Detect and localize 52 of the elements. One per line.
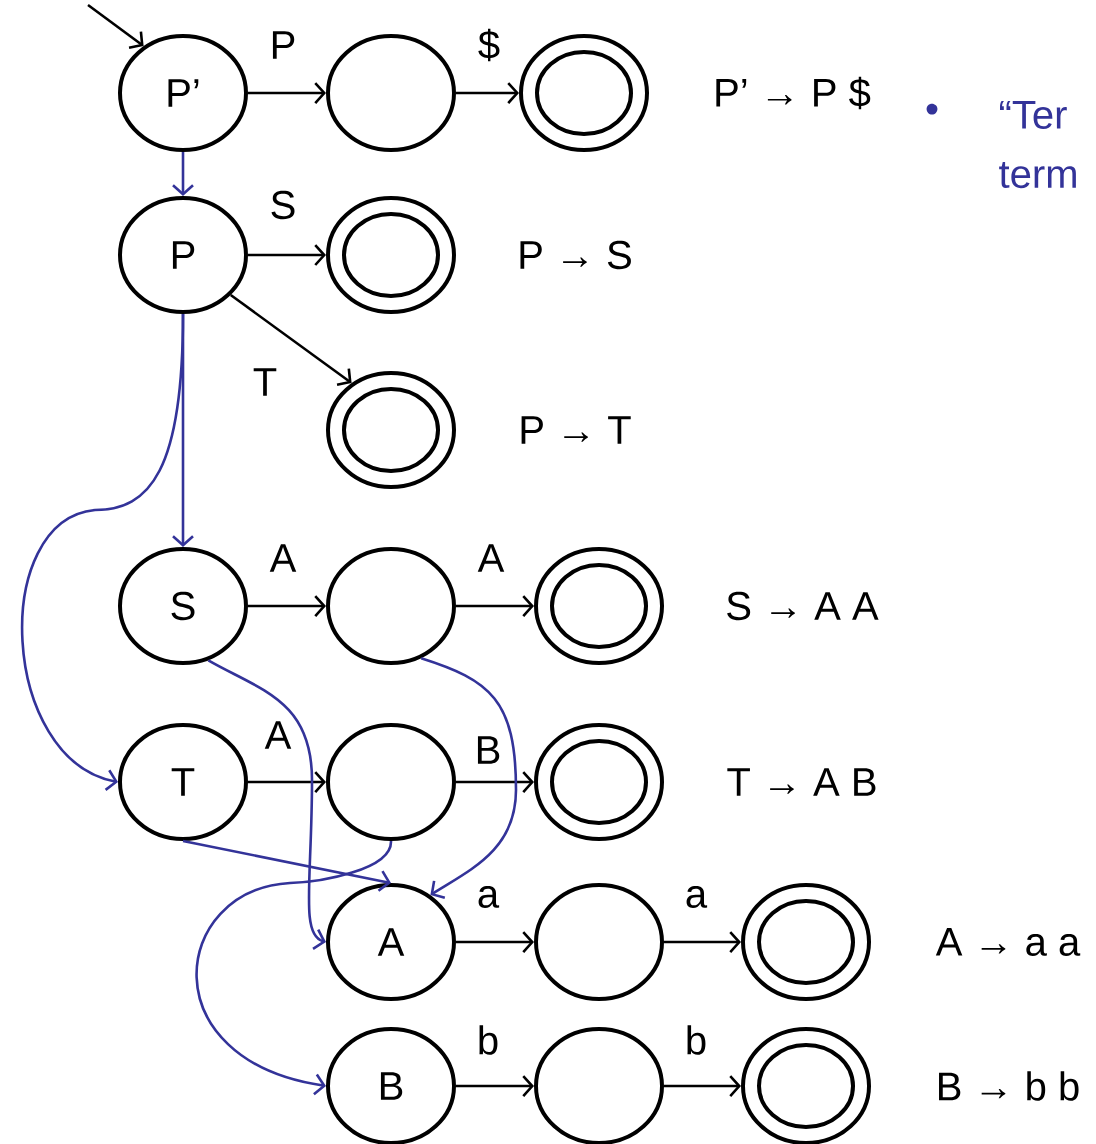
accepting-state [326, 371, 456, 489]
state-ellipse [534, 883, 664, 1001]
accepting-state [534, 723, 664, 841]
transition-arrow [248, 82, 326, 104]
edge-label: A [269, 544, 297, 572]
transition-arrow [456, 1075, 534, 1097]
transition-arrow [248, 595, 326, 617]
state-ellipse [326, 547, 456, 665]
bullet-text: term [999, 161, 1076, 189]
accepting-state [741, 883, 871, 1001]
transition-arrow [456, 82, 519, 104]
epsilon-arrow [21, 314, 185, 791]
edge-label: b [479, 1025, 498, 1055]
bullet-text: “Ter [1000, 101, 1067, 129]
transition-arrow [248, 771, 326, 793]
epsilon-arrow [420, 657, 518, 900]
accepting-state [326, 196, 456, 314]
accepting-state [741, 1027, 871, 1144]
epsilon-arrow [182, 839, 391, 892]
accepting-state [519, 34, 649, 152]
edge-label: A [477, 544, 505, 572]
edge-label: a [478, 886, 500, 908]
production-rule: A → a a [935, 928, 1081, 956]
bullet-text: • [926, 103, 938, 115]
edge-label: P [272, 31, 295, 59]
transition-arrow [456, 771, 534, 793]
production-rule: P → S [520, 240, 631, 270]
edge-label: a [686, 886, 708, 908]
production-rule: S → A A [727, 591, 879, 621]
accepting-state [534, 547, 664, 665]
state-ellipse [326, 34, 456, 152]
production-rule: T → A B [727, 768, 876, 796]
edge-label: B [477, 736, 500, 764]
transition-arrow [87, 3, 144, 49]
epsilon-arrow [207, 659, 326, 950]
transition-arrow [456, 931, 534, 953]
epsilon-arrow [195, 840, 393, 1096]
production-rule: B → b b [939, 1071, 1079, 1101]
transition-arrow [456, 595, 534, 617]
edge-label: A [264, 721, 292, 749]
edge-label: b [687, 1025, 706, 1055]
transition-arrow [664, 931, 741, 953]
transition-arrow [229, 294, 352, 387]
state-ellipse [326, 723, 456, 841]
edge-label: T [253, 368, 277, 396]
transition-arrow [248, 244, 326, 266]
transition-arrow [664, 1075, 741, 1097]
edge-label: S [271, 190, 295, 220]
edge-label: $ [478, 28, 500, 62]
production-rule: P → T [521, 416, 631, 444]
epsilon-arrow [172, 152, 194, 196]
production-rule: P’ → P $ [716, 76, 871, 110]
